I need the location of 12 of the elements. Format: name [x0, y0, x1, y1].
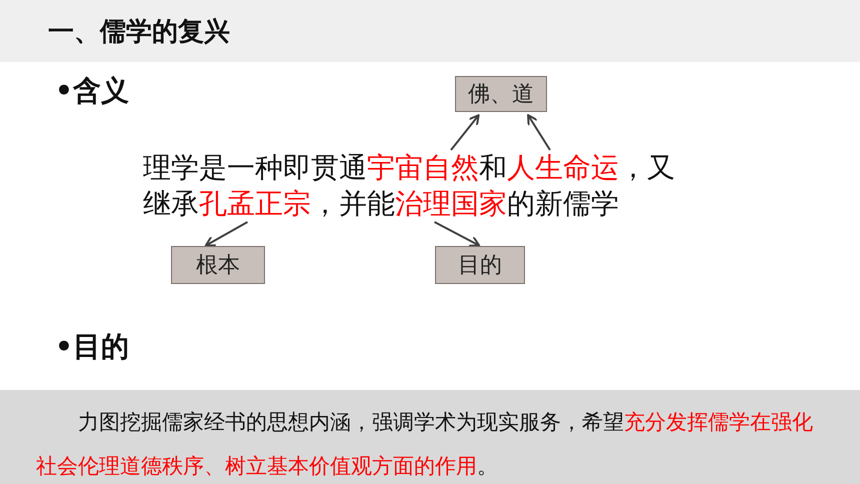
arrow [527, 114, 551, 151]
term-box: 佛、道 [455, 76, 547, 112]
purpose-paragraph: 力图挖掘儒家经书的思想内涵，强调学术为现实服务，希望充分发挥儒学在强化社会伦理道德秩序、树立基本价值观方面的作用。 [0, 390, 860, 484]
slide-title: 一、儒学的复兴 [48, 16, 230, 49]
definition-sentence: 理学是一种即贯通宇宙自然和人生命运，又继承孔孟正宗，并能治理国家的新儒学 [143, 150, 693, 222]
arrow [434, 221, 480, 247]
term-box: 目的 [435, 246, 525, 284]
arrow [450, 114, 480, 151]
bullet-heading: •含义 [55, 73, 129, 109]
bullet-heading: •目的 [55, 329, 129, 365]
term-box: 根本 [171, 246, 265, 284]
arrow [204, 221, 248, 246]
